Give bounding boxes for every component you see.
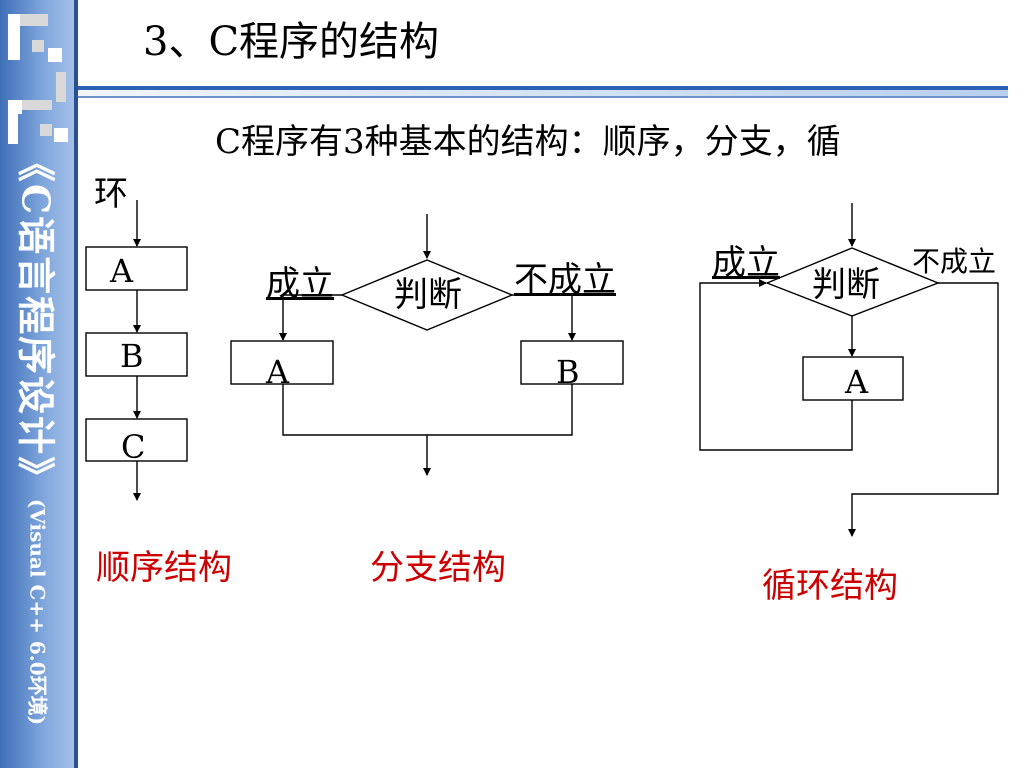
branch-box-b xyxy=(520,340,624,385)
branch-box-b-label: B xyxy=(556,353,580,391)
deco-square xyxy=(8,114,18,144)
deco-square xyxy=(22,100,52,110)
seq-box-a-label: A xyxy=(110,252,134,290)
deco-square xyxy=(40,124,52,136)
loop-decision-label: 判断 xyxy=(812,265,880,305)
intro-text: C程序有3种基本的结构：顺序，分支，循 xyxy=(215,122,841,162)
deco-square xyxy=(8,100,22,114)
branch-box-a xyxy=(230,340,334,385)
branch-yes-path xyxy=(279,294,342,341)
branch-no-label: 不成立 xyxy=(514,260,616,300)
seq-box-c xyxy=(85,418,188,462)
branch-caption: 分支结构 xyxy=(370,548,506,588)
branch-merge xyxy=(282,384,573,436)
branch-box-a-label: A xyxy=(266,353,290,391)
title-rule-light xyxy=(78,90,1008,96)
loop-no-label: 不成立 xyxy=(912,245,997,278)
title-rule-dark xyxy=(78,86,1008,90)
intro-text-cont: 环 xyxy=(94,174,128,214)
deco-square xyxy=(56,72,66,102)
seq-box-b xyxy=(85,332,188,377)
deco-square xyxy=(54,128,68,142)
seq-box-a xyxy=(85,246,188,291)
deco-square xyxy=(32,40,44,52)
loop-exit-path xyxy=(848,282,999,537)
loop-caption: 循环结构 xyxy=(762,566,898,606)
deco-square xyxy=(8,14,20,26)
branch-yes-label: 成立 xyxy=(266,264,334,304)
slide-title: 3、C程序的结构 xyxy=(143,19,440,65)
seq-box-b-label: B xyxy=(120,337,144,375)
loop-box-a-label: A xyxy=(845,363,869,401)
title-rule-edge xyxy=(78,96,1008,98)
loop-yes-label: 成立 xyxy=(712,243,780,283)
deco-square xyxy=(8,26,20,60)
deco-square xyxy=(20,14,48,26)
seq-caption: 顺序结构 xyxy=(96,548,232,588)
branch-no-path xyxy=(512,294,576,341)
deco-square xyxy=(48,48,62,62)
loop-box-a xyxy=(802,356,904,401)
sidebar-edge xyxy=(74,0,78,768)
seq-box-c-label: C xyxy=(121,428,146,466)
branch-decision-label: 判断 xyxy=(394,275,462,315)
sidebar: 《C语言程序设计》 (Visual C++ 6.0环境) xyxy=(0,0,78,768)
loop-back-path xyxy=(699,279,853,451)
